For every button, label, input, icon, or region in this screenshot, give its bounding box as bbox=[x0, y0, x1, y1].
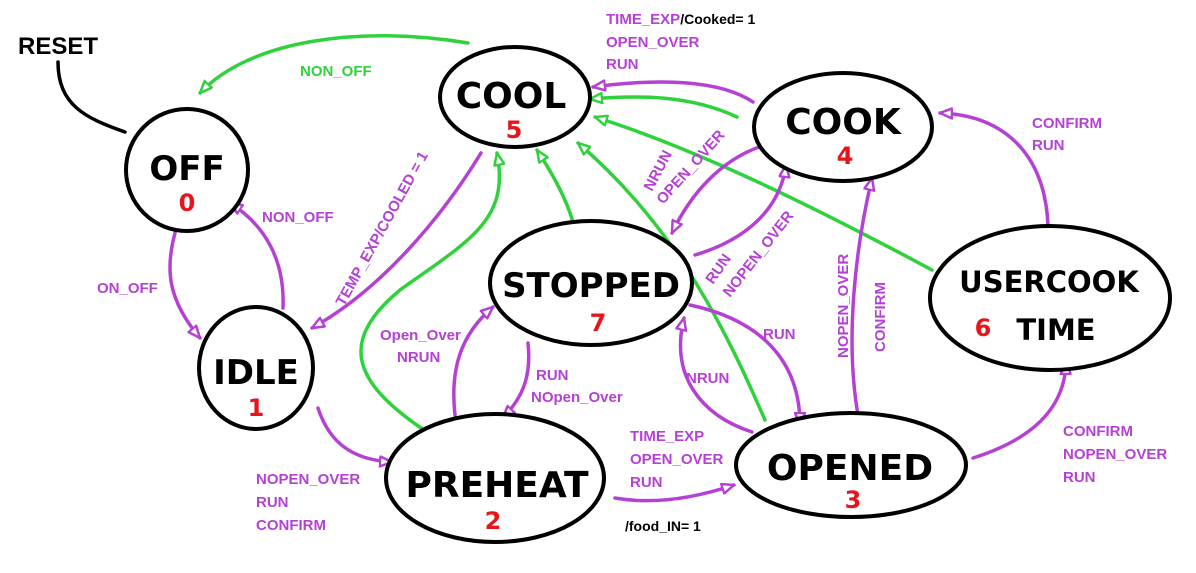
state-usercook-time-name: TIME bbox=[1016, 313, 1095, 347]
state-off: OFF 0 bbox=[124, 107, 250, 233]
label-stopped-preheat-1: RUN bbox=[536, 367, 569, 384]
transition-preheat-to-opened bbox=[613, 485, 734, 503]
state-opened: OPENED 3 bbox=[734, 411, 968, 519]
state-usercook-number: 6 bbox=[975, 314, 992, 342]
label-stopped-opened: RUN bbox=[763, 326, 796, 343]
state-cool: COOL 5 bbox=[438, 45, 592, 149]
state-preheat-name: PREHEAT bbox=[405, 465, 588, 506]
label-cool-off: NON_OFF bbox=[300, 63, 372, 80]
transition-opened-to-usercook bbox=[971, 360, 1066, 460]
label-idle-off: NON_OFF bbox=[262, 209, 334, 226]
state-opened-name: OPENED bbox=[767, 448, 933, 489]
label-stopped-preheat-2: NOpen_Over bbox=[531, 389, 623, 406]
transition-stopped-to-opened bbox=[688, 303, 800, 427]
label-preheat-opened-1: TIME_EXP bbox=[630, 428, 704, 445]
state-cool-name: COOL bbox=[456, 76, 567, 117]
label-opened-stopped: NRUN bbox=[686, 370, 729, 387]
label-cool-idle: TEMP_EXP/COOLED = 1 bbox=[333, 149, 432, 309]
state-usercook-time: USERCOOK 6 TIME bbox=[928, 224, 1172, 372]
state-idle: IDLE 1 bbox=[197, 305, 315, 431]
transition-preheat-to-cool bbox=[359, 153, 499, 432]
label-opened-cook-1: NOPEN_OVER bbox=[835, 254, 852, 358]
state-off-number: 0 bbox=[179, 189, 196, 217]
state-preheat: PREHEAT 2 bbox=[384, 412, 606, 544]
transition-cool-to-off bbox=[200, 33, 470, 93]
state-idle-number: 1 bbox=[248, 394, 265, 422]
label-opened-usercook-1: CONFIRM bbox=[1063, 423, 1133, 440]
state-stopped-number: 7 bbox=[590, 309, 607, 337]
transition-cool-to-idle bbox=[312, 151, 483, 330]
state-preheat-number: 2 bbox=[485, 507, 502, 535]
state-opened-number: 3 bbox=[845, 486, 862, 514]
transition-opened-to-cool bbox=[578, 143, 767, 422]
transition-opened-to-cook bbox=[850, 178, 872, 417]
label-cook-cool-1: TIME_EXP/Cooked= 1 bbox=[606, 11, 755, 28]
transition-idle-to-off bbox=[230, 201, 285, 310]
label-idle-preheat-3: CONFIRM bbox=[256, 517, 326, 534]
state-cook-number: 4 bbox=[837, 142, 854, 170]
label-usercook-cook-2: RUN bbox=[1032, 137, 1065, 154]
label-preheat-stopped-1: Open_Over bbox=[380, 327, 461, 344]
state-idle-name: IDLE bbox=[213, 353, 299, 393]
transition-preheat-to-stopped bbox=[452, 307, 493, 417]
label-preheat-stopped-2: NRUN bbox=[397, 349, 440, 366]
state-cool-number: 5 bbox=[506, 116, 523, 144]
state-off-name: OFF bbox=[149, 149, 224, 189]
reset-transition bbox=[56, 60, 127, 134]
transition-cook-to-stopped bbox=[670, 144, 764, 233]
label-opened-usercook-3: RUN bbox=[1063, 469, 1096, 486]
reset-label: RESET bbox=[18, 33, 98, 60]
transition-stopped-to-preheat bbox=[503, 341, 531, 418]
state-cook-name: COOK bbox=[785, 102, 902, 143]
label-off-idle: ON_OFF bbox=[97, 280, 158, 297]
label-opened-cook-2: CONFIRM bbox=[872, 282, 889, 352]
transition-stopped-to-cook bbox=[693, 165, 786, 257]
transition-off-to-idle bbox=[168, 231, 200, 338]
label-cook-cool-2: OPEN_OVER bbox=[606, 34, 700, 51]
label-usercook-cook-1: CONFIRM bbox=[1032, 115, 1102, 132]
label-cook-cool-action: /Cooked= 1 bbox=[680, 11, 755, 27]
label-preheat-opened-action: /food_IN= 1 bbox=[625, 518, 701, 534]
label-cook-cool-3: RUN bbox=[606, 56, 639, 73]
transition-usercook-to-cool bbox=[595, 117, 934, 272]
transition-stopped-to-cool bbox=[537, 150, 575, 224]
state-stopped-name: STOPPED bbox=[502, 266, 680, 306]
label-preheat-opened-3: RUN bbox=[630, 474, 663, 491]
label-opened-usercook-2: NOPEN_OVER bbox=[1063, 446, 1167, 463]
state-usercook-name: USERCOOK bbox=[959, 265, 1140, 299]
state-cook: COOK 4 bbox=[752, 71, 934, 183]
transition-cook-to-cool-green bbox=[588, 97, 739, 119]
transition-idle-to-preheat bbox=[316, 406, 394, 462]
label-preheat-opened-2: OPEN_OVER bbox=[630, 451, 724, 468]
state-stopped: STOPPED 7 bbox=[488, 219, 694, 347]
transition-opened-to-stopped bbox=[681, 318, 754, 434]
label-cook-cool-event: TIME_EXP bbox=[606, 11, 680, 28]
transition-usercook-to-cook bbox=[938, 113, 1050, 228]
label-idle-preheat-2: RUN bbox=[256, 494, 289, 511]
label-idle-preheat-1: NOPEN_OVER bbox=[256, 471, 360, 488]
transition-cook-to-cool bbox=[593, 82, 755, 104]
